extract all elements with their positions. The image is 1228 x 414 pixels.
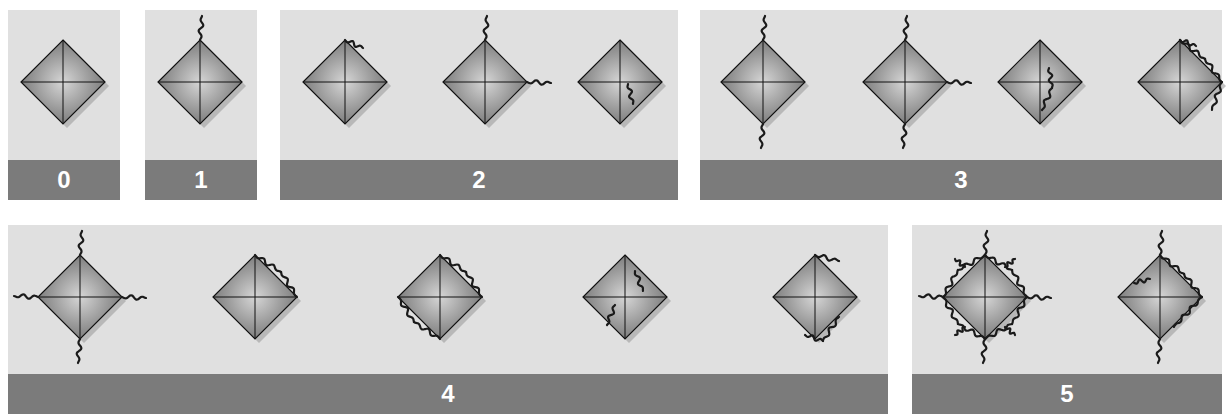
crack-line [199,16,204,40]
panel-ground [145,10,257,200]
crack-line [1184,274,1202,297]
pyramid-tile [943,255,1031,343]
grade-number: 3 [954,168,967,192]
crack-line [281,272,297,297]
pyramid-tile [303,40,391,128]
crack-line [1048,68,1052,88]
crack-line [628,84,634,104]
crack-line [985,324,1012,339]
pyramid-tile [398,255,486,343]
pyramid-tile [578,40,666,128]
grade-number: 4 [441,382,454,406]
grade-number: 2 [472,168,485,192]
crack-line [955,259,965,267]
panel-ground [912,225,1222,414]
crack-line [762,16,767,40]
crack-line [484,16,489,40]
crack-line [958,255,985,270]
grade-bar: 1 [145,160,257,200]
grade-bar: 3 [700,160,1222,200]
crack-line [79,231,84,255]
panel-ground [700,10,1222,200]
panel-ground [8,225,888,414]
crack-line [1134,279,1150,284]
pyramid-tile [998,40,1086,128]
panel-ground [8,10,120,200]
panel-ground [280,10,678,200]
grade-bar: 5 [912,374,1222,414]
crack-line [904,16,909,40]
pyramid-tile [38,255,126,343]
crack-line [1205,59,1222,82]
pyramid-tile [583,255,671,343]
crack-line [1160,255,1184,274]
crack-line [919,294,943,298]
pyramid-tile [21,40,109,128]
crack-line [1012,270,1027,297]
crack-line [607,305,615,325]
crack-line [1159,231,1164,255]
crack-line [398,297,414,322]
pyramid-tile [773,255,861,343]
crack-line [1042,88,1052,110]
grade-bar: 0 [8,160,120,200]
pyramid-tile [863,40,951,128]
crack-line [902,124,907,148]
crack-line [1174,297,1202,327]
crack-line [1180,40,1205,59]
crack-line [1212,82,1222,110]
crack-line [805,335,823,341]
crack-line [527,80,551,84]
pyramid-tile [1138,40,1226,128]
crack-line [345,40,363,48]
crack-line [984,231,989,255]
crack-line [1005,327,1015,335]
crack-line [1027,295,1051,299]
grade-bar: 2 [280,160,678,200]
crack-line [1005,259,1015,267]
pyramid-tile [721,40,809,128]
crack-line [1012,297,1027,324]
grade-number: 0 [57,168,70,192]
crack-line [635,271,643,291]
crack-line [955,327,965,335]
crack-line [255,255,281,272]
crack-line [122,295,146,299]
grade-bar: 4 [8,374,888,414]
crack-line [1157,339,1162,363]
crack-line [414,322,440,339]
pyramid-tile [443,40,531,128]
pyramid-tile [158,40,246,128]
crack-line [823,317,839,341]
crack-line [440,255,466,272]
crack-line [943,270,958,297]
grade-number: 1 [194,168,207,192]
pyramid-tile [1118,255,1206,343]
crack-line [815,255,839,261]
grade-number: 5 [1060,382,1073,406]
crack-line [943,297,958,324]
pyramid-tile [213,255,301,343]
crack-line [760,124,765,148]
crack-line [77,339,82,363]
crack-line [466,272,482,297]
crack-line [982,339,987,363]
crack-line [14,294,38,298]
crack-line [947,80,971,84]
